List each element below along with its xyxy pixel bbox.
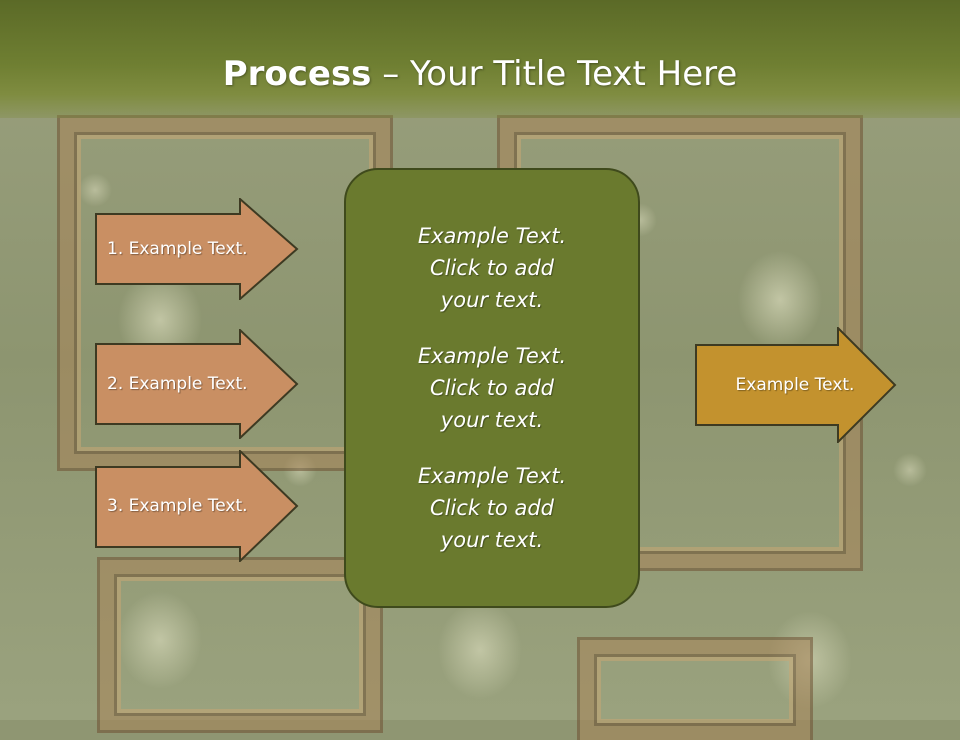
- arrow-label: 3. Example Text.: [107, 496, 248, 516]
- center-paragraph-1: Example Text. Click to add your text.: [417, 224, 567, 312]
- title-bar: [0, 0, 960, 118]
- center-content-box[interactable]: Example Text. Click to add your text. Ex…: [344, 168, 640, 608]
- process-step-arrow-3[interactable]: 3. Example Text.: [95, 450, 299, 562]
- arrow-shape: [95, 450, 299, 562]
- slide-title-bold: Process: [222, 54, 372, 94]
- arrow-label: 1. Example Text.: [107, 239, 248, 259]
- arrow-shape: [695, 327, 897, 443]
- arrow-shape: [95, 198, 299, 300]
- center-paragraph-2: Example Text. Click to add your text.: [417, 344, 567, 432]
- arrow-label: Example Text.: [735, 375, 855, 395]
- decorative-frame: [100, 560, 380, 730]
- decorative-frame: [580, 640, 810, 740]
- result-arrow[interactable]: Example Text.: [695, 327, 897, 443]
- arrow-shape: [95, 329, 299, 439]
- slide-title-rest: – Your Title Text Here: [371, 54, 738, 94]
- center-paragraph-3: Example Text. Click to add your text.: [417, 464, 567, 552]
- arrow-label: 2. Example Text.: [107, 374, 248, 394]
- slide-title[interactable]: Process – Your Title Text Here: [0, 52, 960, 96]
- process-step-arrow-1[interactable]: 1. Example Text.: [95, 198, 299, 300]
- process-step-arrow-2[interactable]: 2. Example Text.: [95, 329, 299, 439]
